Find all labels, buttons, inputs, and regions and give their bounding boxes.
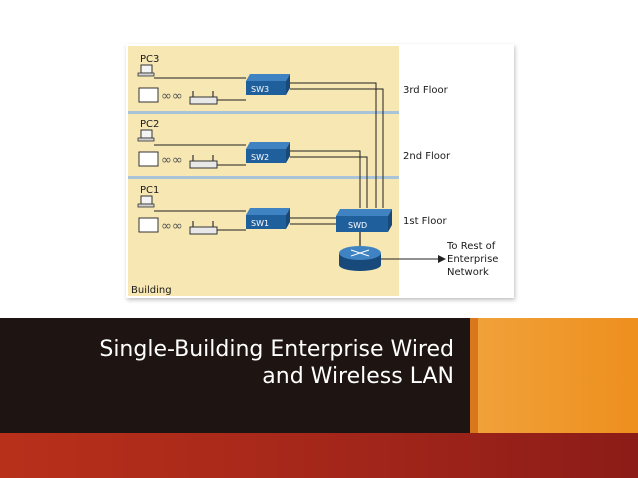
floor-1: PC1 ∞∞ SW1 1st Floor [137,185,447,235]
uplink-label: Network [447,267,489,278]
wireless-laptop-icon [138,217,159,233]
switch-label: SW3 [251,85,269,94]
switch-icon: SW1 [246,208,290,229]
pc-icon [137,64,155,77]
building-label: Building [131,285,172,296]
building-lan-diagram: Building PC3 ∞∞ SW3 3rd Floor PC2 [126,44,514,298]
floor-label: 1st Floor [403,216,447,227]
wireless-laptop-icon [138,151,159,167]
floor-3: PC3 ∞∞ SW3 3rd Floor [137,54,449,105]
wireless-laptop-icon [138,87,159,103]
slide-title-line: and Wireless LAN [262,364,454,389]
uplink-label: To Rest of [446,241,496,252]
arrowhead-icon [438,255,446,263]
pc-label: PC2 [140,119,159,130]
switch-label: SW2 [251,153,269,162]
accent-band [470,318,638,433]
router-icon [339,246,381,271]
title-band [0,318,470,433]
uplink-cables [290,82,384,225]
uplink-label: Enterprise [447,254,498,265]
floor-divider [128,111,399,114]
switch-label: SW1 [251,219,269,228]
distribution-switch-label: SWD [348,221,367,230]
pc-icon [137,195,155,208]
switch-icon: SW3 [246,74,290,95]
accent-divider [470,318,478,433]
pc-label: PC1 [140,185,159,196]
pc-icon [137,129,155,142]
floor-2: PC2 ∞∞ SW2 2nd Floor [137,119,451,169]
wireless-signal-icon: ∞∞ [161,89,183,104]
floor-divider [128,176,399,179]
footer-band [0,433,638,478]
wireless-signal-icon: ∞∞ [161,219,183,234]
pc-label: PC3 [140,54,159,65]
slide-title-line: Single-Building Enterprise Wired [99,337,454,362]
switch-icon: SW2 [246,142,290,163]
floor-label: 3rd Floor [403,85,449,96]
floor-label: 2nd Floor [403,151,451,162]
wireless-signal-icon: ∞∞ [161,153,183,168]
distribution-switch-icon: SWD [336,209,392,232]
slide-title: Single-Building Enterprise Wired and Wir… [34,336,454,390]
